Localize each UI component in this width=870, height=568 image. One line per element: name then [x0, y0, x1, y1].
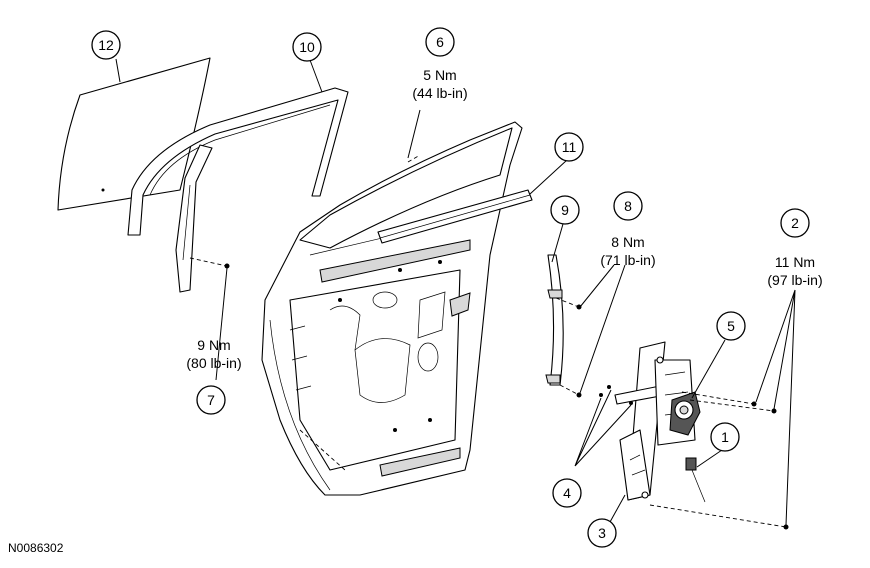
svg-text:2: 2 [791, 215, 799, 231]
svg-text:5 Nm: 5 Nm [423, 67, 456, 83]
svg-text:4: 4 [563, 485, 571, 501]
svg-text:3: 3 [598, 525, 606, 541]
callout-7: 7 [196, 385, 226, 415]
callout-9: 9 [550, 195, 580, 225]
svg-text:10: 10 [299, 39, 315, 55]
callout-10: 10 [292, 32, 322, 62]
leader-lines [115, 58, 796, 526]
torque-label-2: 11 Nm (97 lb-in) [767, 254, 822, 288]
glass-run-channel [127, 87, 349, 293]
svg-text:8 Nm: 8 Nm [611, 234, 644, 250]
svg-text:9: 9 [561, 202, 569, 218]
svg-text:12: 12 [98, 37, 114, 53]
torque-label-7: 9 Nm (80 lb-in) [186, 337, 241, 371]
door-glass [57, 57, 211, 211]
callout-3: 3 [587, 518, 617, 548]
callout-8: 8 [613, 191, 643, 221]
figure-id: N0086302 [8, 541, 64, 555]
rear-channel [545, 254, 564, 386]
svg-text:11: 11 [562, 139, 577, 155]
svg-text:11 Nm: 11 Nm [775, 254, 815, 270]
svg-text:8: 8 [624, 198, 632, 214]
callout-5: 5 [716, 311, 746, 341]
svg-text:(44 lb-in): (44 lb-in) [412, 85, 467, 101]
svg-text:(71 lb-in): (71 lb-in) [600, 252, 655, 268]
callout-2: 2 [780, 208, 810, 238]
svg-text:7: 7 [207, 392, 215, 408]
svg-text:1: 1 [721, 429, 729, 445]
alignment-lines [189, 154, 787, 528]
callout-11: 11 [554, 132, 584, 162]
callout-4: 4 [552, 478, 582, 508]
belt-moulding [377, 189, 533, 244]
svg-text:(80 lb-in): (80 lb-in) [186, 355, 241, 371]
regulator-motor [669, 391, 701, 436]
callout-1: 1 [710, 422, 740, 452]
svg-text:(97 lb-in): (97 lb-in) [767, 272, 822, 288]
svg-text:6: 6 [436, 34, 444, 50]
motor-connector [685, 457, 706, 503]
callout-6: 6 [425, 27, 455, 57]
torque-label-6: 5 Nm (44 lb-in) [412, 67, 467, 101]
svg-text:5: 5 [727, 318, 735, 334]
callout-12: 12 [91, 30, 121, 60]
svg-text:9 Nm: 9 Nm [197, 337, 230, 353]
door-shell [261, 121, 523, 496]
torque-label-8: 8 Nm (71 lb-in) [600, 234, 655, 268]
